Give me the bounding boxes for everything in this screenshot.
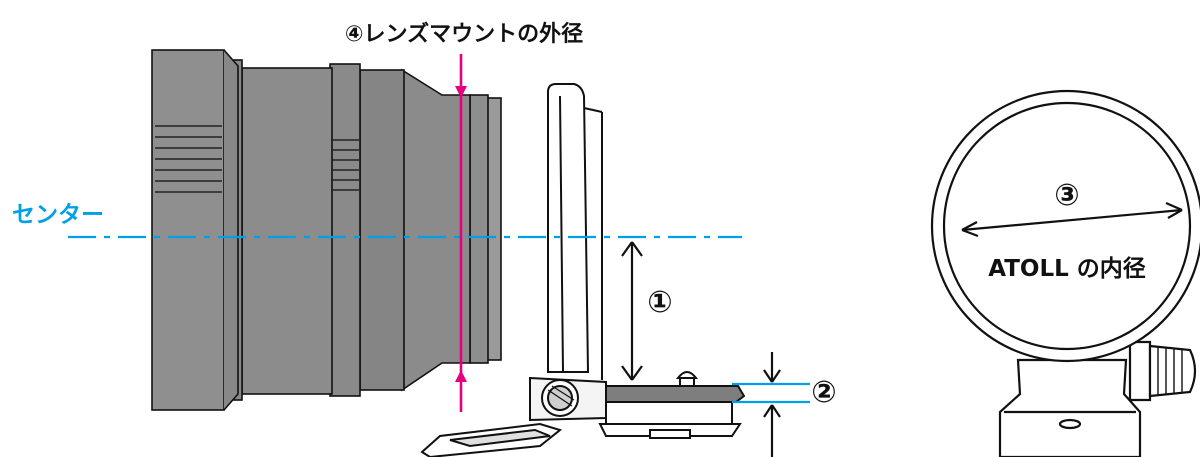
lens-illustration — [151, 49, 502, 411]
dimension-1-label: ① — [647, 285, 672, 320]
plate-screw — [679, 377, 695, 387]
lens-focus-ring — [329, 63, 361, 397]
bracket-vertical-plate — [547, 83, 590, 373]
quick-release-plate — [605, 385, 746, 403]
lens-barrel — [241, 67, 333, 395]
center-label: センター — [12, 202, 104, 228]
dimension-3-arrow — [961, 201, 1183, 238]
atoll-screw — [1128, 340, 1152, 402]
lens-grip-lines — [155, 125, 359, 193]
dimension-2-label: ② — [811, 375, 836, 410]
dimension-1-arrow — [621, 241, 643, 381]
atoll-foot — [998, 358, 1142, 457]
lens-front-barrel — [151, 49, 225, 411]
lens-mount-diameter-label: ④レンズマウントの外径 — [345, 21, 583, 47]
atoll-ring-illustration — [930, 89, 1200, 457]
atoll-inner-ring — [942, 101, 1192, 351]
dimension-3-label: ③ — [1054, 178, 1079, 213]
lens-mount-diameter-marker — [455, 54, 467, 412]
dimension-2-marker — [732, 352, 810, 457]
l-bracket-illustration — [420, 83, 746, 457]
atoll-inner-diameter-label: ATOLL の内径 — [988, 256, 1146, 282]
